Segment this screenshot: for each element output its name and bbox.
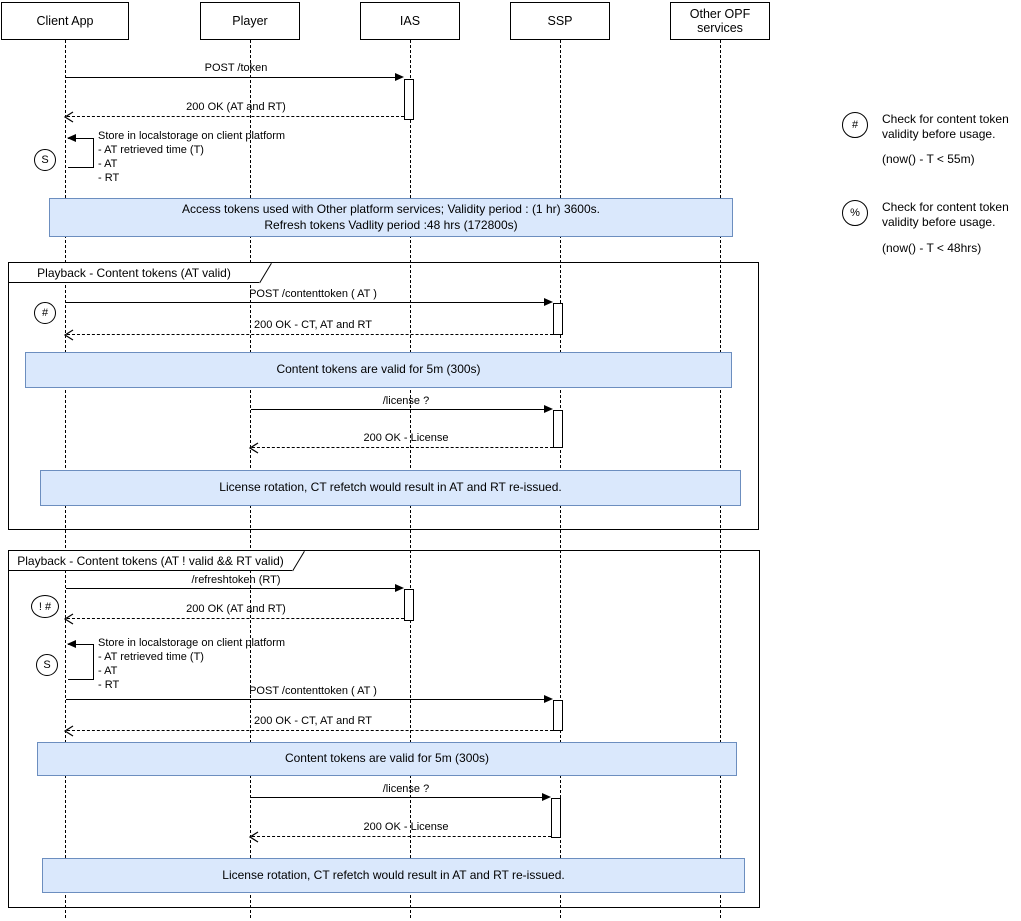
message-label-post-token: POST /token	[204, 62, 268, 74]
store-badge: S	[36, 654, 58, 676]
note-license-rotation: License rotation, CT refetch would resul…	[42, 858, 745, 893]
legend-percent-icon: %	[842, 200, 868, 226]
legend-condition-2: (now() - T < 48hrs)	[882, 241, 982, 255]
store-title: Store in localstorage on client platform	[98, 637, 286, 649]
note-line: Access tokens used with Other platform s…	[182, 201, 600, 216]
store-title: Store in localstorage on client platform	[98, 130, 286, 142]
message-line	[66, 77, 395, 78]
frame-title: Playback - Content tokens (AT valid)	[9, 263, 259, 283]
note-line: Refresh tokens Vadlity period :48 hrs (1…	[264, 217, 518, 232]
message-label-200-license: 200 OK - License	[363, 432, 449, 444]
self-message-loop	[68, 644, 94, 680]
message-line	[251, 409, 544, 410]
activation-bar-ssp	[553, 303, 563, 335]
activation-bar-ias	[404, 589, 414, 621]
message-line	[66, 699, 544, 700]
store-item: - RT	[98, 172, 120, 184]
frame-title: Playback - Content tokens (AT ! valid &&…	[9, 551, 292, 571]
note-line: License rotation, CT refetch would resul…	[219, 480, 562, 495]
note-content-token-validity: Content tokens are valid for 5m (300s)	[37, 742, 737, 776]
note-line: Content tokens are valid for 5m (300s)	[276, 362, 481, 377]
store-item: - RT	[98, 679, 120, 691]
arrowhead-open-icon	[248, 442, 259, 454]
arrowhead-filled-icon	[544, 298, 553, 306]
arrowhead-open-icon	[63, 329, 74, 341]
arrowhead-open-icon	[63, 111, 74, 123]
self-message-text: Store in localstorage on client platform…	[98, 129, 285, 185]
arrowhead-filled-icon	[67, 640, 76, 648]
arrowhead-open-icon	[63, 613, 74, 625]
arrowhead-filled-icon	[395, 584, 404, 592]
frame-playback-at-invalid-rt-valid: Playback - Content tokens (AT ! valid &&…	[8, 550, 760, 908]
return-line	[67, 730, 553, 731]
actor-label: Client App	[36, 13, 94, 28]
message-label-license: /license ?	[382, 783, 430, 795]
message-label-refreshtoken: /refreshtoken (RT)	[191, 574, 281, 586]
message-label-200-ct: 200 OK - CT, AT and RT	[254, 715, 372, 727]
note-line: Content tokens are valid for 5m (300s)	[284, 751, 490, 766]
self-message-text: Store in localstorage on client platform…	[98, 636, 285, 692]
legend-condition-1: (now() - T < 55m)	[882, 152, 975, 166]
message-line	[251, 797, 542, 798]
return-line	[252, 447, 553, 448]
message-label-200-license: 200 OK - License	[363, 821, 449, 833]
note-token-validity: Access tokens used with Other platform s…	[49, 198, 733, 237]
actor-box-client-app: Client App	[1, 2, 129, 40]
frame-playback-at-valid: Playback - Content tokens (AT valid)	[8, 262, 759, 530]
store-badge: S	[34, 149, 56, 171]
message-label-200-ok-at-rt: 200 OK (AT and RT)	[186, 101, 286, 113]
actor-box-ssp: SSP	[510, 2, 610, 40]
legend-text-1: Check for content token validity before …	[882, 112, 1009, 141]
arrowhead-open-icon	[248, 831, 259, 843]
note-license-rotation: License rotation, CT refetch would resul…	[40, 470, 741, 506]
store-item: - AT retrieved time (T)	[98, 651, 204, 663]
frame-tab-slant	[292, 551, 305, 572]
return-line	[252, 836, 551, 837]
activation-bar-ias	[404, 79, 414, 120]
note-content-token-validity: Content tokens are valid for 5m (300s)	[25, 352, 732, 388]
legend-text-2: Check for content token validity before …	[882, 200, 1009, 229]
message-line	[66, 588, 395, 589]
message-label-200-ct: 200 OK - CT, AT and RT	[254, 319, 372, 331]
arrowhead-filled-icon	[544, 695, 553, 703]
arrowhead-filled-icon	[542, 793, 551, 801]
actor-label: Other OPF services	[689, 6, 751, 35]
store-item: - AT retrieved time (T)	[98, 144, 204, 156]
message-label-license: /license ?	[382, 395, 430, 407]
check-hash-badge: #	[34, 302, 56, 324]
actor-box-ias: IAS	[360, 2, 460, 40]
message-label-post-contenttoken: POST /contenttoken ( AT )	[249, 685, 377, 697]
actor-label: SSP	[547, 13, 573, 28]
return-line	[67, 618, 404, 619]
note-line: License rotation, CT refetch would resul…	[222, 867, 565, 882]
legend-hash-icon: #	[842, 112, 868, 138]
arrowhead-filled-icon	[67, 134, 76, 142]
message-line	[66, 302, 544, 303]
activation-bar-ssp	[553, 700, 563, 731]
message-label-200-ok-at-rt: 200 OK (AT and RT)	[186, 603, 286, 615]
self-message-loop	[68, 138, 94, 168]
arrowhead-open-icon	[63, 725, 74, 737]
arrowhead-filled-icon	[395, 73, 404, 81]
message-label-post-contenttoken: POST /contenttoken ( AT )	[249, 288, 377, 300]
return-line	[67, 334, 553, 335]
check-not-hash-badge: ! #	[31, 595, 59, 618]
arrowhead-filled-icon	[544, 405, 553, 413]
actor-label: Player	[232, 13, 268, 28]
actor-box-player: Player	[200, 2, 300, 40]
activation-bar-ssp	[551, 798, 561, 838]
return-line	[67, 116, 404, 117]
actor-label: IAS	[399, 13, 421, 28]
actor-box-other-opf: Other OPF services	[670, 2, 770, 40]
store-item: - AT	[98, 158, 118, 170]
frame-tab-slant	[259, 263, 272, 284]
store-item: - AT	[98, 665, 118, 677]
activation-bar-ssp	[553, 410, 563, 448]
